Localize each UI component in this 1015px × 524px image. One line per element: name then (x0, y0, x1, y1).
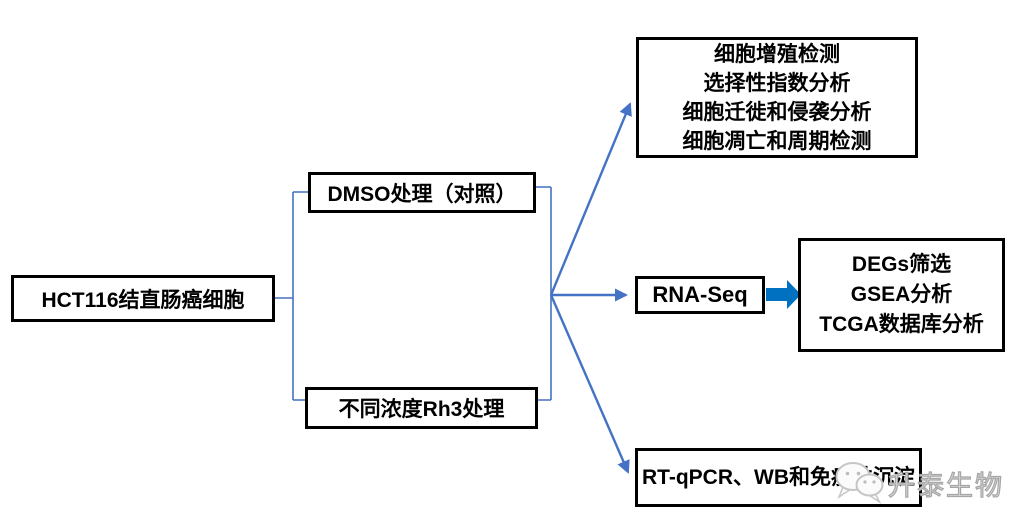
assay-line: 选择性指数分析 (703, 71, 851, 95)
degs-line: DEGs筛选 (851, 253, 952, 276)
rnaseq-label: RNA-Seq (652, 282, 748, 307)
arrow-to-assays (549, 102, 632, 296)
degs-line: GSEA分析 (850, 283, 953, 306)
dmso-control-label: DMSO处理（对照） (327, 182, 517, 206)
rh3-treatment-box: 不同浓度Rh3处理 (305, 387, 538, 429)
assay-line: 细胞迁徙和侵袭分析 (682, 100, 872, 124)
cell-assays-box: 细胞增殖检测 选择性指数分析 细胞迁徙和侵袭分析 细胞凋亡和周期检测 (636, 37, 918, 158)
watermark: 升泰生物 (834, 460, 1004, 506)
watermark-text: 升泰生物 (887, 470, 1004, 501)
rh3-treatment-label: 不同浓度Rh3处理 (338, 398, 505, 421)
block-arrow-rnaseq-to-degs (766, 280, 801, 309)
assay-line: 细胞增殖检测 (714, 42, 840, 66)
arrow-to-validation (549, 294, 630, 474)
bracket-right-connector (536, 186, 552, 401)
rnaseq-box: RNA-Seq (635, 276, 765, 314)
wechat-logo-icon (835, 462, 884, 505)
degs-analysis-box: DEGs筛选 GSEA分析 TCGA数据库分析 (798, 238, 1005, 352)
hct116-cell-label: HCT116结直肠癌细胞 (41, 288, 245, 312)
dmso-control-box: DMSO处理（对照） (308, 172, 536, 213)
bracket-left-connector (275, 191, 308, 401)
assay-line: 细胞凋亡和周期检测 (682, 129, 872, 153)
degs-line: TCGA数据库分析 (819, 313, 984, 336)
hct116-cell-box: HCT116结直肠癌细胞 (11, 275, 275, 322)
